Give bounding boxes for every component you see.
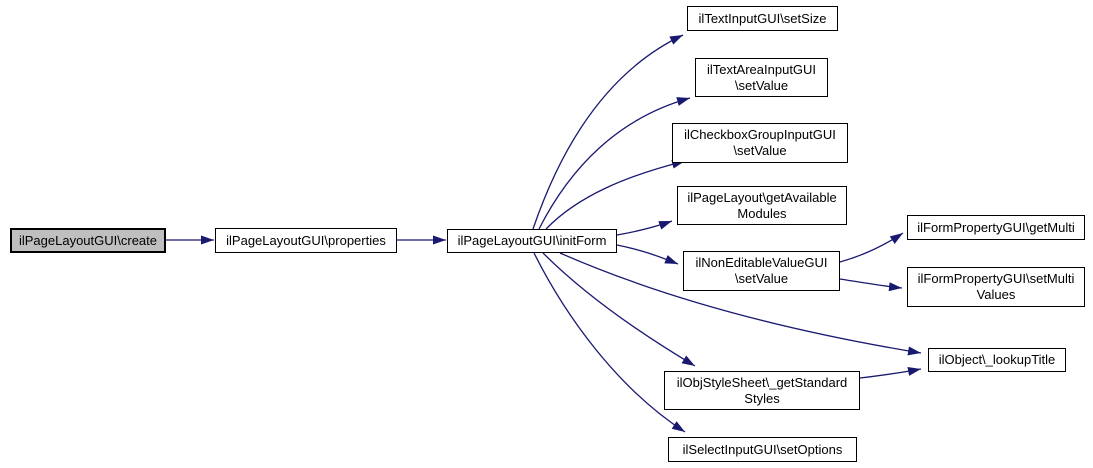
edge-initForm-nonEditableSetValue [616, 244, 679, 265]
node-label-line: ilFormPropertyGUI\setMulti [917, 271, 1075, 286]
edge-nonEditableSetValue-setMultiValues [839, 278, 903, 292]
node-properties[interactable]: ilPageLayoutGUI\properties [215, 228, 397, 253]
node-label-line: Modules [737, 205, 787, 221]
node-label-line: ilPageLayoutGUI\initForm [457, 233, 607, 248]
node-textAreaSetValue[interactable]: ilTextAreaInputGUI\setValue [695, 58, 828, 97]
node-lookupTitle[interactable]: ilObject\_lookupTitle [928, 348, 1066, 372]
node-label-line: \setValue [734, 271, 789, 286]
node-label-line: ilObjStyleSheet\_getStandard [676, 374, 848, 390]
node-label-line: ilPageLayoutGUI\create [18, 232, 158, 248]
node-label-line: ilFormPropertyGUI\getMulti [917, 219, 1075, 235]
node-setSize[interactable]: ilTextInputGUI\setSize [687, 6, 838, 31]
edge-nonEditableSetValue-getMulti [839, 232, 904, 263]
node-getMulti[interactable]: ilFormPropertyGUI\getMulti [907, 215, 1085, 240]
edge-getStandardStyles-lookupTitle [859, 366, 922, 379]
node-label-line: ilTextAreaInputGUI [706, 61, 817, 77]
node-nonEditableSetValue[interactable]: ilNonEditableValueGUI\setValue [683, 251, 840, 291]
node-setOptions[interactable]: ilSelectInputGUI\setOptions [668, 437, 857, 462]
edge-initForm-getAvailableModules [616, 220, 673, 236]
edge-initForm-checkboxSetValue [545, 159, 686, 230]
node-label-line: \setValue [733, 143, 787, 158]
node-label-line: ilPageLayoutGUI\properties [226, 232, 386, 248]
node-create: ilPageLayoutGUI\create [10, 228, 166, 253]
node-label-line: ilTextInputGUI\setSize [698, 10, 827, 26]
node-label-line: ilObject\_lookupTitle [938, 352, 1056, 367]
node-label-line: ilCheckboxGroupInputGUI [684, 127, 836, 142]
node-label-line: ilNonEditableValueGUI [695, 255, 828, 270]
edge-initForm-setOptions [533, 252, 686, 433]
edge-initForm-getStandardStyles [542, 252, 696, 367]
node-label-line: ilSelectInputGUI\setOptions [682, 441, 843, 457]
node-label-line: ilPageLayout\getAvailable [687, 189, 837, 205]
node-checkboxSetValue[interactable]: ilCheckboxGroupInputGUI\setValue [672, 123, 848, 163]
node-label-line: Values [976, 287, 1016, 302]
node-label-line: Styles [744, 390, 780, 406]
node-initForm[interactable]: ilPageLayoutGUI\initForm [447, 229, 617, 253]
edge-initForm-setSize [532, 34, 684, 230]
edge-initForm-textAreaSetValue [538, 97, 691, 230]
node-label-line: \setValue [734, 77, 789, 93]
